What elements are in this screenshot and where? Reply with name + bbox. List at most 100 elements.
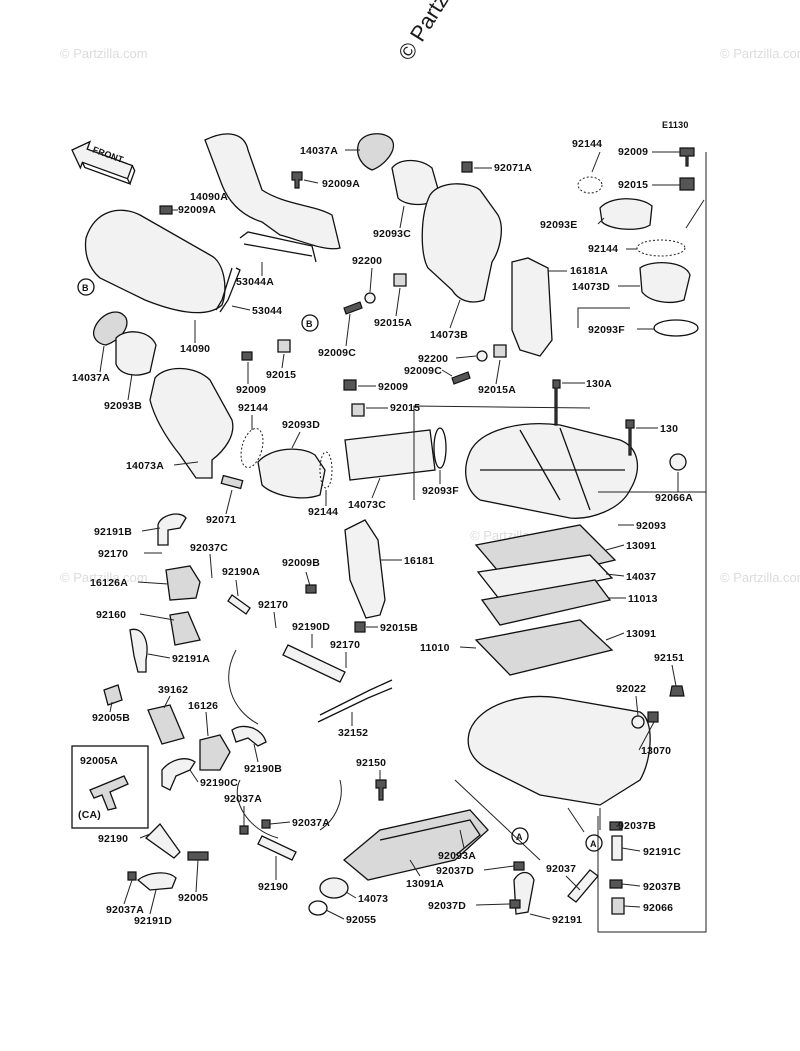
- bracket-53044A-shape: [239, 231, 317, 263]
- label-92093A[interactable]: 92093A: [438, 850, 476, 862]
- label-92037A-c[interactable]: 92037A: [106, 904, 144, 916]
- label-14037A-left[interactable]: 14037A: [72, 372, 110, 384]
- label-92093F-mid[interactable]: 92093F: [422, 485, 459, 497]
- label-11010[interactable]: 11010: [420, 642, 450, 654]
- cover-92093-shape: [465, 423, 639, 519]
- label-14037A-top[interactable]: 14037A: [300, 145, 338, 157]
- label-130A[interactable]: 130A: [586, 378, 612, 390]
- label-92037D-b[interactable]: 92037D: [428, 900, 466, 912]
- label-92037B-b[interactable]: 92037B: [643, 881, 681, 893]
- label-92144-mid[interactable]: 92144: [588, 243, 618, 255]
- label-92191A[interactable]: 92191A: [172, 653, 210, 665]
- label-92015B[interactable]: 92015B: [380, 622, 418, 634]
- label-92037A-b[interactable]: 92037A: [292, 817, 330, 829]
- label-92170-b[interactable]: 92170: [258, 599, 288, 611]
- label-92191C[interactable]: 92191C: [643, 846, 681, 858]
- label-92066A[interactable]: 92066A: [655, 492, 693, 504]
- label-92037B-a[interactable]: 92037B: [618, 820, 656, 832]
- label-92160[interactable]: 92160: [96, 609, 126, 621]
- label-13070[interactable]: 13070: [641, 745, 671, 757]
- label-14090[interactable]: 14090: [180, 343, 210, 355]
- label-92071A[interactable]: 92071A: [494, 162, 532, 174]
- label-92005B[interactable]: 92005B: [92, 712, 130, 724]
- label-16181A[interactable]: 16181A: [570, 265, 608, 277]
- label-92144-low[interactable]: 92144: [308, 506, 338, 518]
- label-92055[interactable]: 92055: [346, 914, 376, 926]
- label-92093C[interactable]: 92093C: [373, 228, 411, 240]
- label-13091-b[interactable]: 13091: [626, 628, 656, 640]
- label-92200-top[interactable]: 92200: [352, 255, 382, 267]
- label-92009B[interactable]: 92009B: [282, 557, 320, 569]
- label-92009-left[interactable]: 92009: [236, 384, 266, 396]
- label-14037[interactable]: 14037: [626, 571, 656, 583]
- label-16181[interactable]: 16181: [404, 555, 434, 567]
- label-92093D[interactable]: 92093D: [282, 419, 320, 431]
- label-92191[interactable]: 92191: [552, 914, 582, 926]
- label-92015-left[interactable]: 92015: [266, 369, 296, 381]
- label-14073D[interactable]: 14073D: [572, 281, 610, 293]
- bolt-92009A-top-shape: [291, 171, 303, 189]
- label-92037A-a[interactable]: 92037A: [224, 793, 262, 805]
- cover-92093-ridge: [480, 427, 625, 511]
- label-92005A[interactable]: 92005A: [80, 755, 118, 767]
- label-53044[interactable]: 53044: [252, 305, 282, 317]
- hose-92190-b-shape: [257, 835, 297, 861]
- label-92009-mid[interactable]: 92009: [378, 381, 408, 393]
- label-92005[interactable]: 92005: [178, 892, 208, 904]
- label-32152[interactable]: 32152: [338, 727, 368, 739]
- label-16126[interactable]: 16126: [188, 700, 218, 712]
- label-92144-top[interactable]: 92144: [572, 138, 602, 150]
- label-53044A[interactable]: 53044A: [236, 276, 274, 288]
- label-92009C-a[interactable]: 92009C: [318, 347, 356, 359]
- label-92190A[interactable]: 92190A: [222, 566, 260, 578]
- label-92200-b[interactable]: 92200: [418, 353, 448, 365]
- label-14073A[interactable]: 14073A: [126, 460, 164, 472]
- label-92066[interactable]: 92066: [643, 902, 673, 914]
- clamp-92037A-a-shape: [239, 825, 249, 835]
- label-92009-top[interactable]: 92009: [618, 146, 648, 158]
- label-14073[interactable]: 14073: [358, 893, 388, 905]
- label-92151[interactable]: 92151: [654, 652, 684, 664]
- label-92037C[interactable]: 92037C: [190, 542, 228, 554]
- label-92015-mid[interactable]: 92015: [390, 402, 420, 414]
- label-92093[interactable]: 92093: [636, 520, 666, 532]
- label-16126A[interactable]: 16126A: [90, 577, 128, 589]
- label-13091-a[interactable]: 13091: [626, 540, 656, 552]
- label-92093B[interactable]: 92093B: [104, 400, 142, 412]
- label-11013[interactable]: 11013: [628, 593, 658, 605]
- label-92009A-left[interactable]: 92009A: [178, 204, 216, 216]
- label-92144-left[interactable]: 92144: [238, 402, 268, 414]
- label-92093E[interactable]: 92093E: [540, 219, 577, 231]
- seal-92093B-shape: [115, 331, 157, 376]
- label-92190-a[interactable]: 92190: [98, 833, 128, 845]
- label-14090A[interactable]: 14090A: [190, 191, 228, 203]
- label-14073C[interactable]: 14073C: [348, 499, 386, 511]
- label-92190-b[interactable]: 92190: [258, 881, 288, 893]
- label-13091A[interactable]: 13091A: [406, 878, 444, 890]
- label-92191B[interactable]: 92191B: [94, 526, 132, 538]
- label-92015-top[interactable]: 92015: [618, 179, 648, 191]
- label-92037[interactable]: 92037: [546, 863, 576, 875]
- label-92015A-a[interactable]: 92015A: [374, 317, 412, 329]
- label-92190B[interactable]: 92190B: [244, 763, 282, 775]
- label-92037D-a[interactable]: 92037D: [436, 865, 474, 877]
- label-92022[interactable]: 92022: [616, 683, 646, 695]
- label-92170-a[interactable]: 92170: [98, 548, 128, 560]
- label-92190D[interactable]: 92190D: [292, 621, 330, 633]
- label-92191D[interactable]: 92191D: [134, 915, 172, 927]
- label-92009C-b[interactable]: 92009C: [404, 365, 442, 377]
- label-92009A-top[interactable]: 92009A: [322, 178, 360, 190]
- pipe-32152-shape: [317, 679, 393, 723]
- label-92015A-b[interactable]: 92015A: [478, 384, 516, 396]
- label-14073B[interactable]: 14073B: [430, 329, 468, 341]
- label-130[interactable]: 130: [660, 423, 678, 435]
- plate-16181A-shape: [511, 257, 553, 357]
- label-92190C[interactable]: 92190C: [200, 777, 238, 789]
- label-39162[interactable]: 39162: [158, 684, 188, 696]
- label-92093F-right[interactable]: 92093F: [588, 324, 625, 336]
- label-92150[interactable]: 92150: [356, 757, 386, 769]
- nut-92015-top-shape: [679, 177, 695, 191]
- label-92071[interactable]: 92071: [206, 514, 236, 526]
- label-92170-c[interactable]: 92170: [330, 639, 360, 651]
